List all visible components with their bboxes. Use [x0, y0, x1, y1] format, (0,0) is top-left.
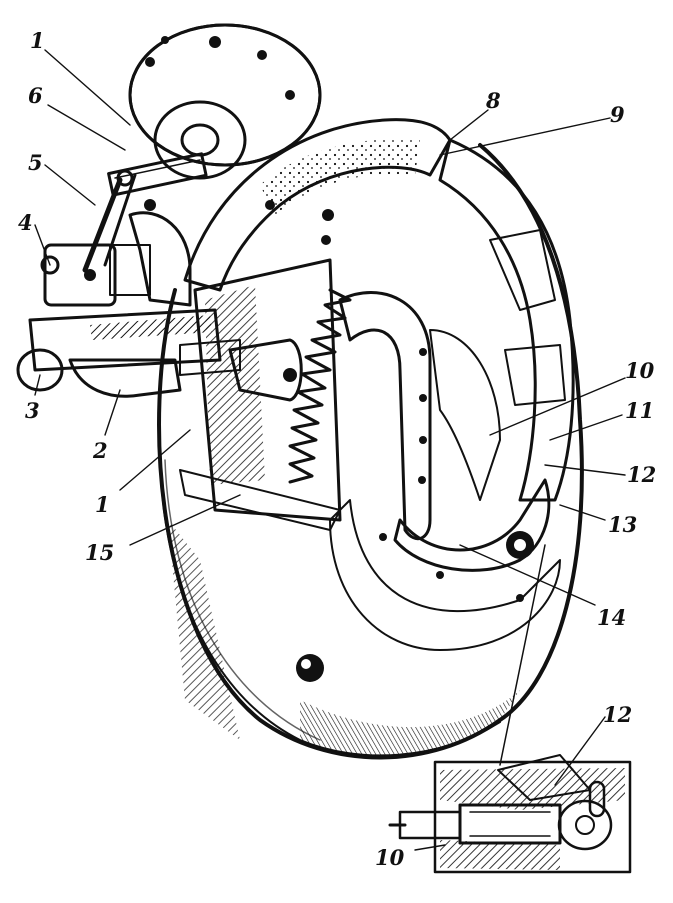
- callout-10: 10: [625, 358, 655, 383]
- callout-6: 6: [28, 83, 43, 108]
- callout-labels: 1 6 5 4 3 2 1 15 8 9 10 11 12 13 14 12 1…: [18, 28, 656, 870]
- inset-pointer: [499, 544, 546, 766]
- shoe-web: [338, 291, 501, 541]
- lower-shoe: [393, 478, 551, 572]
- callout-9: 9: [610, 102, 625, 127]
- return-spring: [288, 288, 352, 484]
- callout-13: 13: [608, 512, 637, 537]
- linkage-rod: [82, 169, 156, 273]
- cam-bracket: [128, 211, 192, 307]
- callout-8: 8: [485, 88, 501, 113]
- callout-14: 14: [597, 605, 626, 630]
- callout-10-inset: 10: [375, 845, 405, 870]
- leader-lines: [34, 49, 626, 851]
- drum-inner-face: [329, 499, 561, 651]
- backing-plate: [179, 258, 342, 531]
- inset-detail: [388, 754, 632, 874]
- slack-adjuster: [40, 243, 151, 307]
- callout-1-top: 1: [30, 28, 45, 53]
- callout-2: 2: [92, 438, 108, 463]
- camshaft: [16, 308, 241, 398]
- callout-12: 12: [627, 462, 656, 487]
- brake-shoe-upper: [183, 118, 452, 292]
- callout-15: 15: [85, 540, 114, 565]
- brake-shoe-right: [438, 138, 575, 502]
- callout-12-inset: 12: [603, 702, 632, 727]
- rear-housing: [128, 23, 322, 167]
- callout-11: 11: [625, 398, 654, 423]
- callout-4: 4: [18, 210, 33, 235]
- expander-lever: [228, 338, 303, 402]
- callout-1-bottom: 1: [95, 492, 110, 517]
- callout-3: 3: [25, 398, 40, 423]
- camshaft-upper: [107, 152, 208, 197]
- callout-5: 5: [28, 150, 43, 175]
